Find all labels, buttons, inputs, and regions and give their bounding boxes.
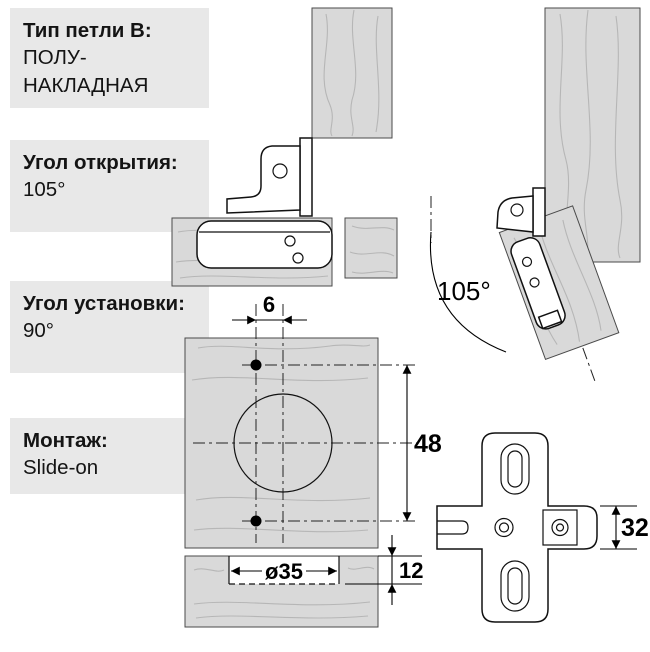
dim-plate-height: 32 — [621, 514, 649, 542]
dim-cup-depth: 12 — [399, 558, 423, 583]
plate-left-notch — [437, 520, 469, 535]
plate-slot-bottom-inner — [507, 567, 523, 605]
plate-center-hole-outer — [494, 517, 514, 538]
opening-angle-title: Угол открытия: — [23, 151, 178, 174]
opening-angle-arc — [429, 231, 507, 353]
hinge-cup-open — [510, 237, 566, 330]
drawing-hinge-open: 105° — [429, 7, 641, 384]
dim-screw-spacing: 48 — [414, 430, 442, 458]
drawing-cup-depth: ø35 12 — [184, 535, 423, 628]
slide-on-catch — [537, 309, 563, 330]
opening-angle-card: Угол открытия: 105° — [10, 140, 209, 232]
hinge-type-card: Тип петли B: ПОЛУ- НАКЛАДНАЯ — [10, 8, 209, 108]
plate-cam-pad — [542, 509, 578, 546]
door-edge-panel — [184, 555, 379, 628]
drawing-hinge-closed — [171, 7, 398, 287]
plate-slot-bottom-outer — [500, 560, 530, 612]
plate-slot-top-inner — [507, 450, 523, 488]
opening-angle-value: 105° — [23, 178, 66, 202]
hinge-arm-closed — [226, 145, 301, 214]
screw-hole-bottom — [250, 515, 262, 527]
installation-angle-card: Угол установки: 90° — [10, 281, 209, 373]
dim-opening-angle: 105° — [437, 276, 491, 306]
wood-grain — [191, 344, 371, 533]
drawing-mounting-plate: 32 — [436, 432, 649, 623]
hinge-arm-open — [496, 195, 534, 233]
screw-hole-top — [250, 359, 262, 371]
door-centerline-extension — [582, 347, 597, 384]
wood-grain — [193, 566, 375, 619]
dim-cup-diameter: ø35 — [265, 559, 303, 584]
plate-cam-hole-outer — [551, 518, 569, 537]
mounting-card: Монтаж: Slide-on — [10, 418, 209, 494]
plate-slot-top-outer — [500, 443, 530, 495]
door-open-group — [498, 205, 620, 384]
hinge-mounting-plate-open — [532, 187, 546, 237]
drawing-drilling-pattern: 6 48 — [184, 292, 442, 549]
hinge-type-value-line2: НАКЛАДНАЯ — [23, 73, 149, 97]
installation-angle-title: Угол установки: — [23, 292, 185, 315]
cup-hole-b — [529, 277, 540, 288]
hinge-type-value-line1: ПОЛУ- — [23, 46, 87, 70]
hinge-cup-closed — [196, 220, 333, 269]
plate-center-hole-inner — [498, 522, 510, 533]
mounting-title: Монтаж: — [23, 429, 108, 452]
mounting-plate-outline — [436, 432, 598, 623]
cup-hole-b — [292, 252, 304, 264]
mounting-value: Slide-on — [23, 456, 99, 480]
cabinet-edge-closed — [344, 217, 398, 279]
hinge-mounting-plate-closed — [299, 137, 313, 217]
hinge-arm-screw — [510, 203, 524, 217]
hinge-arm-screw — [272, 163, 288, 179]
dim-screw-offset: 6 — [263, 292, 275, 317]
cup-hole-a — [284, 235, 296, 247]
wood-grain — [323, 9, 380, 137]
plate-cam-hole-inner — [555, 523, 565, 532]
cup-bore-circle — [233, 393, 333, 493]
installation-angle-value: 90° — [23, 319, 55, 343]
cup-hole-a — [521, 256, 533, 267]
hinge-type-title: Тип петли B: — [23, 19, 152, 42]
